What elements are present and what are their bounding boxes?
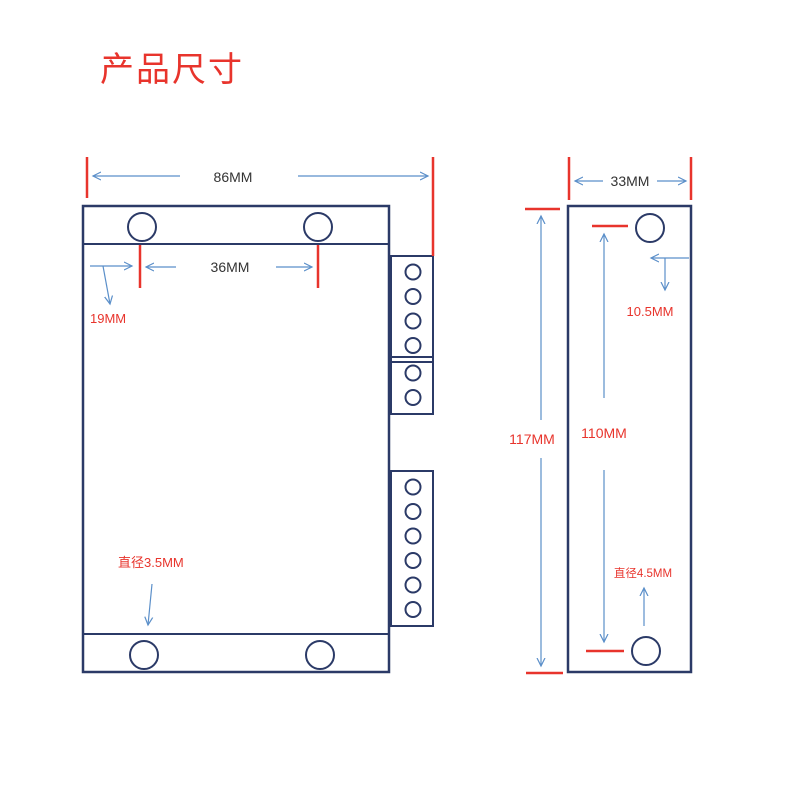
side-hole-diameter-label: 直径4.5MM	[614, 566, 672, 580]
front-hole-diameter-label: 直径3.5MM	[118, 555, 184, 570]
side-hole-bottom	[631, 636, 661, 666]
terminal-pin	[404, 263, 422, 281]
terminal-pin	[404, 503, 422, 520]
mount-hole-bottom-right	[305, 640, 335, 670]
dim-117-label: 117MM	[509, 431, 555, 447]
mount-hole-top-left	[127, 212, 157, 242]
dim-10-5-label: 10.5MM	[627, 304, 674, 319]
side-view: 33MM 117MM 110MM 10.5MM 直径4.5MM	[509, 157, 693, 675]
terminal-pin	[404, 312, 422, 330]
terminal-blocks	[390, 255, 434, 627]
dim-19-arrow-v	[102, 265, 110, 304]
terminal-pin	[404, 552, 422, 569]
dim-86-label: 86MM	[214, 169, 253, 185]
front-view: 86MM 36MM 19MM 直径3.5MM	[81, 157, 435, 674]
terminal-block-2	[390, 356, 434, 415]
side-hole-top	[635, 213, 665, 243]
dim-110-label: 110MM	[581, 425, 627, 441]
dim-36-label: 36MM	[211, 259, 250, 275]
mount-hole-bottom-left	[129, 640, 159, 670]
side-body-outline	[566, 204, 693, 674]
page-title: 产品尺寸	[100, 50, 244, 90]
terminal-block-1	[390, 255, 434, 363]
terminal-pin	[404, 288, 422, 305]
terminal-pin	[404, 364, 422, 382]
mount-hole-top-right	[303, 212, 333, 242]
front-body-outline	[81, 204, 391, 674]
dim-33-label: 33MM	[611, 173, 650, 189]
terminal-pin	[404, 527, 422, 545]
dim-19-label: 19MM	[90, 311, 126, 326]
terminal-pin	[404, 478, 422, 496]
terminal-block-3	[390, 470, 434, 627]
terminal-pin	[404, 389, 422, 406]
terminal-pin	[404, 337, 422, 354]
terminal-pin	[404, 576, 422, 594]
front-hole-diameter-arrow	[148, 583, 152, 625]
terminal-pin	[404, 601, 422, 618]
